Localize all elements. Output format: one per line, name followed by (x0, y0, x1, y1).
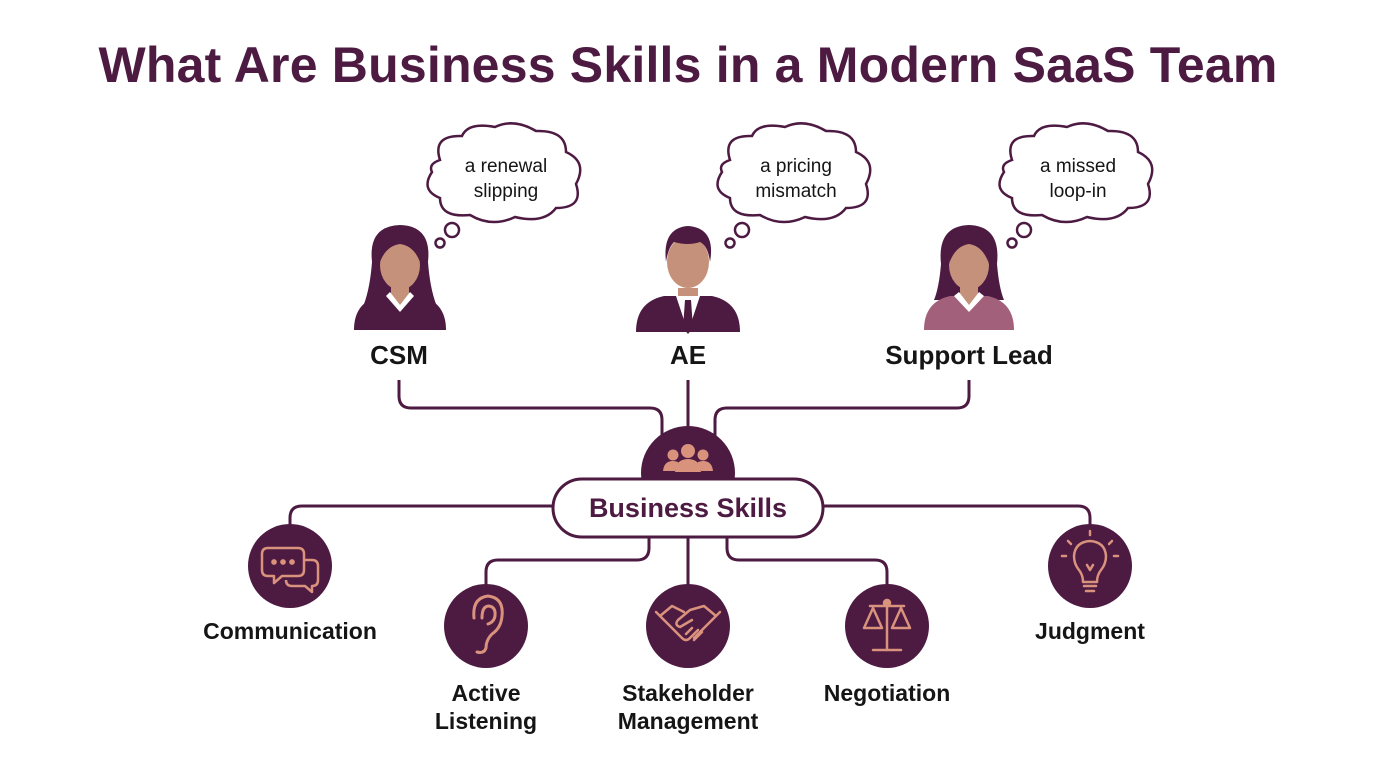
scales-icon (862, 598, 912, 652)
skill-label-negotiation: Negotiation (823, 680, 951, 706)
skill-circles (248, 524, 1132, 668)
handshake-icon (654, 604, 722, 642)
skill-label-judgment: Judgment (1035, 618, 1145, 644)
thought-bubble-support-lead (998, 122, 1154, 249)
connector-csm (397, 380, 664, 446)
role-label-ae: AE (669, 340, 707, 370)
page-title: What Are Business Skills in a Modern Saa… (98, 37, 1278, 93)
team-icon (663, 444, 713, 472)
thought-bubble-csm (426, 122, 582, 249)
connector-support-lead (713, 380, 971, 446)
ear-icon (472, 594, 504, 654)
thought-text-ae: a pricing mismatch (755, 156, 837, 202)
thought-bubbles (426, 122, 1154, 249)
thought-text-support-lead: a missed loop-in (1039, 156, 1117, 202)
man-avatar-icon (636, 226, 740, 334)
connector-judgment (823, 504, 1092, 528)
hub-label: Business Skills (588, 493, 788, 523)
skill-connectors (288, 504, 1092, 588)
lightbulb-icon (1060, 529, 1120, 593)
skill-label-communication: Communication (203, 618, 377, 644)
role-label-csm: CSM (370, 340, 428, 370)
connector-communication (288, 504, 553, 528)
connector-active-listening (484, 537, 651, 588)
role-label-support-lead: Support Lead (885, 340, 1053, 370)
skill-label-active-listening: Active Listening (434, 680, 538, 734)
woman-avatar-icon (924, 225, 1014, 330)
skill-label-stakeholder-management: Stakeholder Management (617, 680, 759, 734)
chat-bubbles-icon (260, 546, 320, 594)
connector-negotiation (725, 537, 889, 588)
hub-pill (551, 477, 825, 539)
thought-bubble-ae (716, 122, 872, 249)
woman-avatar-icon (354, 225, 446, 330)
thought-text-csm: a renewal slipping (464, 156, 548, 202)
